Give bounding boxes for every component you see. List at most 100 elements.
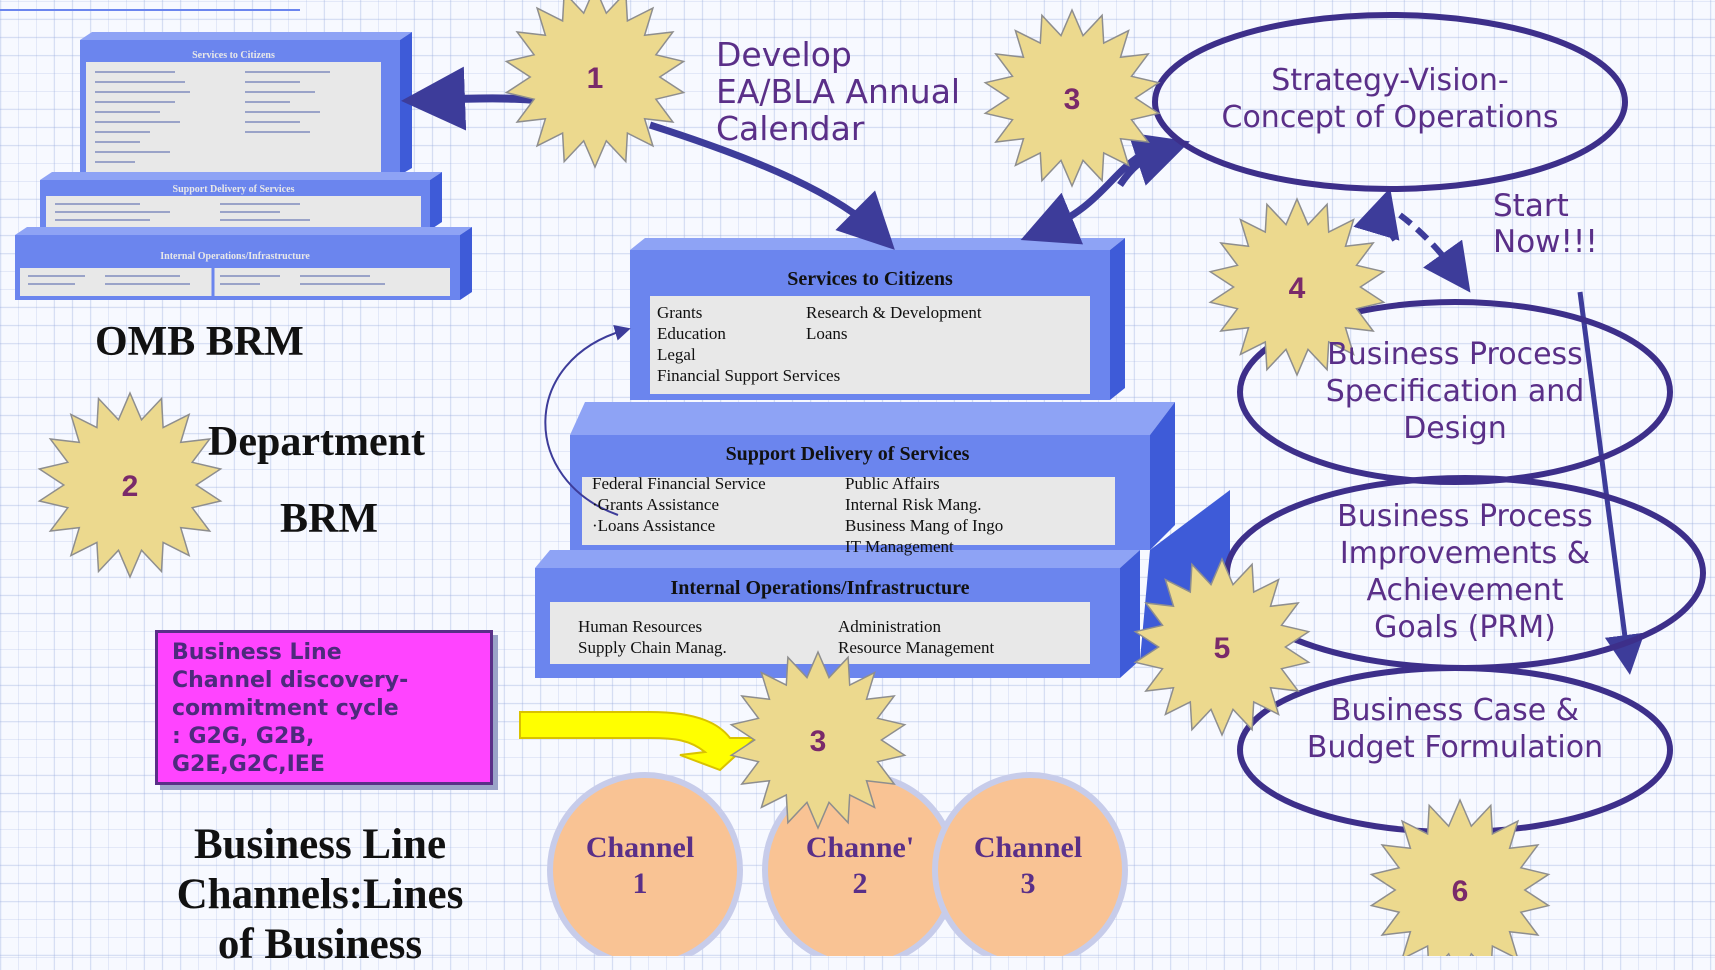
tier-services-title: Services to Citizens [787,268,953,290]
tier-services-item: Education [657,324,726,343]
step-star-6 [1133,557,1311,737]
tier-internal-item: Human Resources [578,617,703,636]
channel-1-label: Channel 1 [545,830,735,902]
step-number-4: 3 [810,725,827,758]
bpsd-line: Business Process [1327,337,1583,372]
tier-support-item: Public Affairs [845,474,940,493]
bpsd-label: Business Process Specification and Desig… [1260,336,1650,447]
arrow-to-brm-tiers [648,121,895,250]
tier-internal-item: Administration [838,617,941,636]
tier-support-item: IT Management [845,537,954,556]
channel-name: Channel [585,831,695,864]
tier-support-item: Business Mang of Ingo [845,516,1004,535]
start-now-line-1: Start [1493,188,1569,224]
business-line-channels-title: Business Line Channels:Lines of Business [120,820,520,970]
develop-line-3: Calendar [716,109,865,148]
tier-services-item: Loans [806,324,848,343]
arrow-up-to-strategy [1353,187,1400,242]
department-label: Department [208,419,425,465]
tier-internal-item: Supply Chain Manag. [578,638,727,657]
arrow-start-now [1398,212,1471,293]
omb-mini-title-2: Support Delivery of Services [172,184,295,195]
step-stars: 1 2 3 3 4 5 6 [37,0,1551,956]
omb-mini-title-3: Internal Operations/Infrastructure [160,251,310,262]
tier-support-item: Federal Financial Service [592,474,766,493]
tier-support-right-list: Public Affairs Internal Risk Mang. Busin… [845,473,1003,557]
step-star-7 [1369,798,1551,956]
tier-services-right-list: Research & Development Loans [806,302,982,344]
channel-number: 1 [632,867,648,900]
channel-number: 2 [852,867,868,900]
magenta-line: Business Line [172,640,342,665]
ellipse-bpsd [1237,299,1673,485]
yellow-arrow [519,711,758,772]
step-number-3: 3 [1064,83,1081,116]
bpi-label: Business Process Improvements & Achievem… [1265,498,1665,646]
tier-internal-item: Resource Management [838,638,995,657]
step-number-6: 5 [1214,632,1231,665]
develop-calendar-text: Develop EA/BLA Annual Calendar [716,36,960,147]
ellipse-strategy [1152,12,1628,192]
step-number-1: 1 [587,62,604,95]
tier-internal-title: Internal Operations/Infrastructure [670,577,970,599]
step-star-1 [504,0,686,169]
tier-services-item: Financial Support Services [657,366,841,385]
step-star-5 [1208,197,1386,377]
tier-internal-right-list: Administration Resource Management [838,616,994,658]
bpi-line: Achievement [1366,573,1564,608]
bpi-line: Goals (PRM) [1374,610,1556,645]
arrow-down-to-budget [1577,291,1645,675]
start-now-text: Start Now!!! [1493,188,1598,260]
blc-line: Channels:Lines [176,871,464,918]
channel-3-label: Channel 3 [933,830,1123,902]
step-number-7: 6 [1452,875,1469,908]
magenta-line: Channel discovery- [172,668,409,693]
channel-name: Channel [973,831,1083,864]
start-now-line-2: Now!!! [1493,224,1598,260]
step-star-3 [983,8,1161,188]
strategy-label: Strategy-Vision- Concept of Operations [1175,62,1605,136]
bpsd-line: Design [1403,411,1507,446]
tier-services-item: Legal [657,345,696,364]
tier-support-left-list: Federal Financial Service ·Grants Assist… [592,473,766,536]
bcbf-label: Business Case & Budget Formulation [1255,692,1655,766]
omb-mini-title-1: Services to Citizens [192,50,275,61]
magenta-line: : G2G, G2B, [172,724,315,749]
arrow-to-strategy [1117,132,1190,187]
bcbf-line: Budget Formulation [1306,730,1604,765]
step-star-4 [729,650,907,830]
magenta-line: commitment cycle [172,696,399,721]
step-number-2: 2 [122,470,139,503]
tier-support-item: ·Grants Assistance [592,495,720,514]
brm-tier-services-shape [630,238,1125,400]
bpi-line: Improvements & [1339,536,1591,571]
blc-line: Business Line [193,821,447,868]
bpi-line: Business Process [1337,499,1593,534]
tier-support-title: Support Delivery of Services [725,443,970,465]
tier-internal-left-list: Human Resources Supply Chain Manag. [578,616,727,658]
develop-line-1: Develop [716,35,852,74]
bcbf-line: Business Case & [1330,693,1580,728]
channel-1-circle [547,772,743,956]
channel-number: 3 [1020,867,1036,900]
bpsd-line: Specification and [1325,374,1585,409]
tier-services-left-list: Grants Education Legal Financial Support… [657,302,840,386]
develop-line-2: EA/BLA Annual [716,72,961,111]
blc-line: of Business [217,921,423,968]
channel-2-label: Channe' 2 [765,830,955,902]
magenta-line: G2E,G2C,IEE [172,752,325,777]
tier-services-item: Grants [657,303,703,322]
omb-brm-label: OMB BRM [95,319,304,365]
tier-services-item: Research & Development [806,303,982,322]
step-number-5: 4 [1289,272,1306,305]
tier-support-item: Internal Risk Mang. [845,495,982,514]
arrow-support-to-services [544,325,631,516]
strategy-line: Concept of Operations [1221,100,1559,135]
tier-support-item: ·Loans Assistance [592,516,716,535]
brm-tier-support-shape [570,402,1175,550]
channel-name: Channe' [805,831,915,864]
step-star-2 [37,391,223,579]
business-line-channel-box: Business Line Channel discovery- commitm… [155,630,493,785]
department-brm-label: BRM [280,496,378,542]
